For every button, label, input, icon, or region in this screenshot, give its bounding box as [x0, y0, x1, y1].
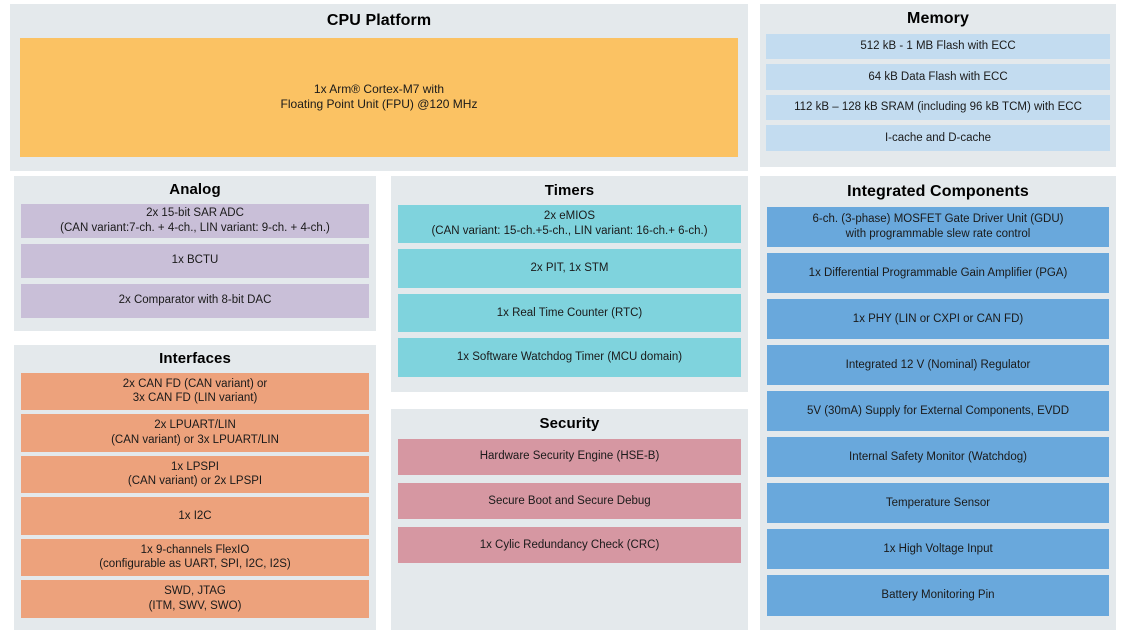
panel-interfaces: Interfaces 2x CAN FD (CAN variant) or 3x… — [14, 345, 376, 630]
panel-title-timers: Timers — [544, 182, 595, 199]
panel-title-integrated-components: Integrated Components — [847, 183, 1029, 200]
block-integrated-temperature-sensor: Temperature Sensor — [767, 483, 1109, 524]
panel-title-memory: Memory — [907, 10, 969, 27]
block-list-timers: 2x eMIOS (CAN variant: 15-ch.+5-ch., LIN… — [391, 200, 748, 385]
block-integrated-gdu: 6-ch. (3-phase) MOSFET Gate Driver Unit … — [767, 206, 1109, 247]
block-analog-bctu: 1x BCTU — [21, 243, 369, 278]
block-list-integrated-components: 6-ch. (3-phase) MOSFET Gate Driver Unit … — [760, 201, 1116, 624]
panel-title-cpu-platform: CPU Platform — [326, 12, 432, 29]
block-integrated-battery-monitoring-pin: Battery Monitoring Pin — [767, 575, 1109, 616]
block-list-security: Hardware Security Engine (HSE-B) Secure … — [391, 433, 748, 572]
panel-integrated-components: Integrated Components 6-ch. (3-phase) MO… — [760, 176, 1116, 630]
block-interfaces-lpspi: 1x LPSPI (CAN variant) or 2x LPSPI — [21, 455, 369, 493]
panel-security-filler — [391, 579, 748, 630]
panel-cpu-platform: CPU Platform 1x Arm® Cortex-M7 with Floa… — [10, 4, 748, 171]
block-integrated-pga: 1x Differential Programmable Gain Amplif… — [767, 252, 1109, 293]
block-list-memory: 512 kB - 1 MB Flash with ECC 64 kB Data … — [760, 28, 1116, 158]
block-timers-rtc: 1x Real Time Counter (RTC) — [398, 293, 741, 332]
block-memory-sram: 112 kB – 128 kB SRAM (including 96 kB TC… — [766, 94, 1110, 121]
block-analog-comparator: 2x Comparator with 8-bit DAC — [21, 283, 369, 318]
block-integrated-safety-monitor: Internal Safety Monitor (Watchdog) — [767, 437, 1109, 478]
panel-timers: Timers 2x eMIOS (CAN variant: 15-ch.+5-c… — [391, 176, 748, 392]
block-integrated-high-voltage-input: 1x High Voltage Input — [767, 529, 1109, 570]
block-interfaces-flexio: 1x 9-channels FlexIO (configurable as UA… — [21, 538, 369, 576]
block-list-cpu-platform: 1x Arm® Cortex-M7 with Floating Point Un… — [10, 30, 748, 167]
block-cpu-core: 1x Arm® Cortex-M7 with Floating Point Un… — [20, 37, 738, 157]
block-interfaces-swd-jtag: SWD, JTAG (ITM, SWV, SWO) — [21, 580, 369, 618]
block-analog-sar-adc: 2x 15-bit SAR ADC (CAN variant:7-ch. + 4… — [21, 203, 369, 238]
block-memory-flash: 512 kB - 1 MB Flash with ECC — [766, 33, 1110, 60]
block-integrated-regulator: Integrated 12 V (Nominal) Regulator — [767, 344, 1109, 386]
block-interfaces-i2c: 1x I2C — [21, 497, 369, 535]
block-security-crc: 1x Cylic Redundancy Check (CRC) — [398, 527, 741, 564]
block-memory-cache: I-cache and D-cache — [766, 125, 1110, 151]
block-memory-data-flash: 64 kB Data Flash with ECC — [766, 64, 1110, 90]
panel-memory: Memory 512 kB - 1 MB Flash with ECC 64 k… — [760, 4, 1116, 167]
block-security-secure-boot: Secure Boot and Secure Debug — [398, 482, 741, 520]
panel-title-interfaces: Interfaces — [159, 350, 231, 367]
block-list-interfaces: 2x CAN FD (CAN variant) or 3x CAN FD (LI… — [14, 368, 376, 624]
block-interfaces-lpuart-lin: 2x LPUART/LIN (CAN variant) or 3x LPUART… — [21, 414, 369, 452]
block-list-analog: 2x 15-bit SAR ADC (CAN variant:7-ch. + 4… — [14, 199, 376, 325]
block-timers-watchdog: 1x Software Watchdog Timer (MCU domain) — [398, 338, 741, 377]
panel-title-security: Security — [539, 415, 600, 432]
block-interfaces-can-fd: 2x CAN FD (CAN variant) or 3x CAN FD (LI… — [21, 372, 369, 410]
block-timers-emios: 2x eMIOS (CAN variant: 15-ch.+5-ch., LIN… — [398, 204, 741, 243]
block-integrated-phy: 1x PHY (LIN or CXPI or CAN FD) — [767, 298, 1109, 339]
panel-analog: Analog 2x 15-bit SAR ADC (CAN variant:7-… — [14, 176, 376, 331]
block-integrated-evdd: 5V (30mA) Supply for External Components… — [767, 391, 1109, 432]
panel-security: Security Hardware Security Engine (HSE-B… — [391, 409, 748, 579]
block-timers-pit-stm: 2x PIT, 1x STM — [398, 249, 741, 288]
panel-title-analog: Analog — [169, 181, 221, 198]
block-security-hse: Hardware Security Engine (HSE-B) — [398, 438, 741, 475]
